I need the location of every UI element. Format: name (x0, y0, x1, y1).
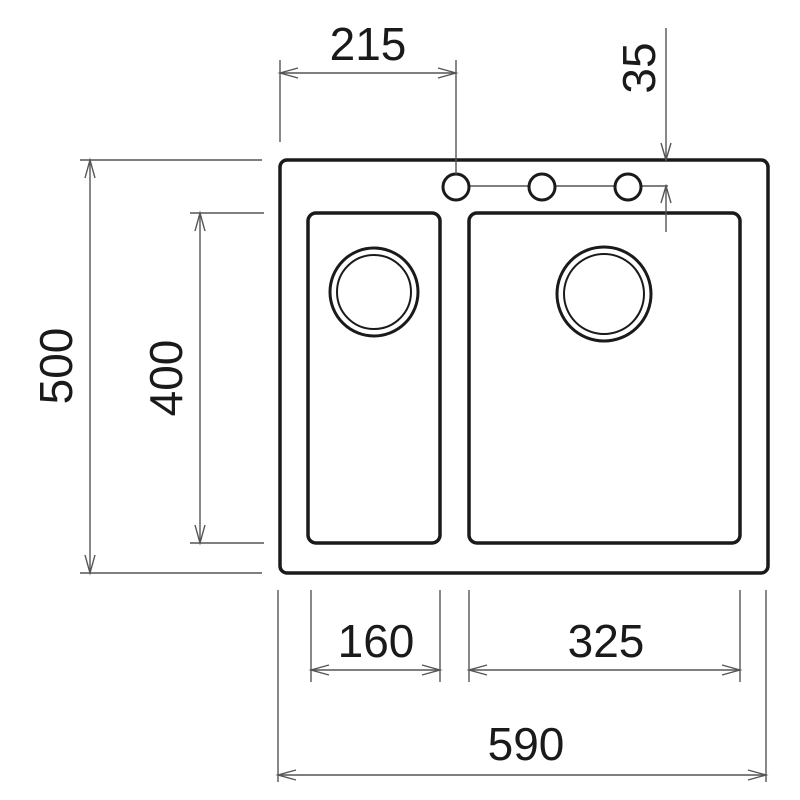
arrowhead (747, 769, 769, 781)
large-bowl-drain-outer (555, 245, 653, 343)
small-bowl-drain-inner (336, 254, 412, 330)
tap-hole-2 (527, 172, 557, 202)
large-bowl-outline (467, 211, 742, 545)
arrowhead (660, 142, 672, 163)
arrowhead (194, 210, 206, 232)
arrowhead (466, 664, 488, 676)
arrowhead (194, 524, 206, 546)
arrowhead (275, 769, 297, 781)
arrowhead (660, 183, 672, 204)
arrowhead (84, 157, 96, 179)
dimension-label: 325 (568, 615, 645, 667)
dimension-bowl-height: 400 (140, 210, 264, 546)
tap-hole-1 (441, 172, 471, 202)
arrowhead (421, 664, 443, 676)
dimension-label: 500 (30, 328, 82, 405)
dimension-tap-row-offset: 35 (613, 28, 672, 232)
dimension-label: 160 (338, 615, 415, 667)
small-bowl-outline (306, 211, 442, 545)
arrowhead (277, 67, 299, 79)
arrowhead (308, 664, 330, 676)
small-bowl-drain-outer (328, 246, 420, 338)
dimension-label: 590 (488, 718, 565, 770)
dimension-tap-offset: 215 (277, 18, 459, 174)
large-bowl-drain-inner (563, 253, 645, 335)
dimension-overall-width: 590 (275, 590, 769, 782)
arrowhead (721, 664, 743, 676)
arrowhead (437, 67, 459, 79)
arrowhead (84, 554, 96, 576)
dimension-small-bowl-width: 160 (308, 590, 443, 682)
dimension-label: 35 (613, 42, 665, 93)
sink-outer-outline (278, 158, 770, 575)
dimension-overall-height: 500 (30, 157, 262, 576)
dimension-label: 400 (140, 340, 192, 417)
dimension-label: 215 (330, 18, 407, 70)
tap-hole-3 (613, 172, 643, 202)
dimension-large-bowl-width: 325 (466, 590, 743, 682)
